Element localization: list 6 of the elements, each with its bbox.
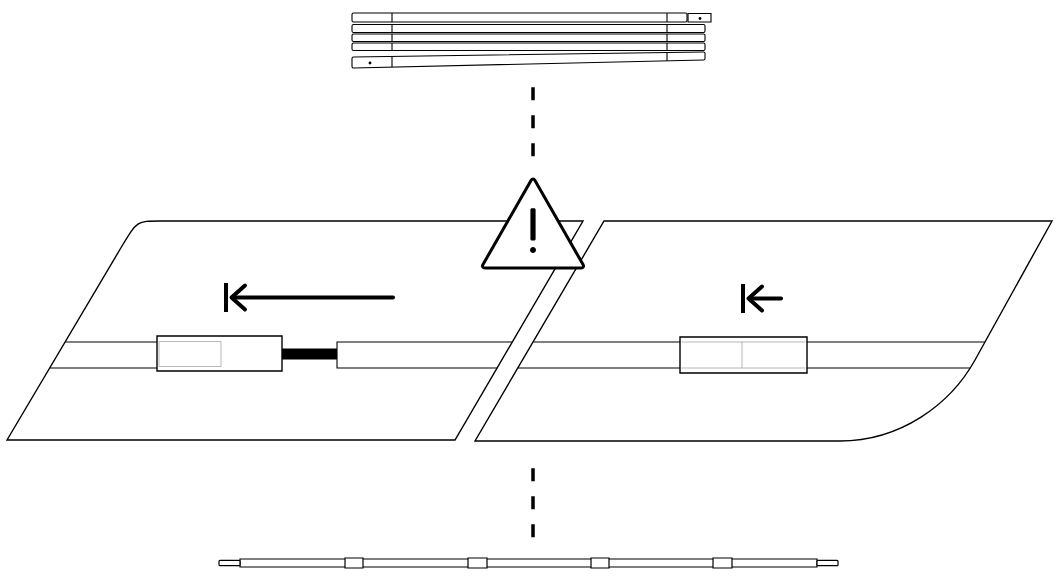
guide-line xyxy=(531,468,535,540)
guide-line xyxy=(531,87,535,157)
fabric-panel xyxy=(474,220,1053,442)
warning-sign xyxy=(481,177,585,270)
assembled-pole xyxy=(218,557,839,569)
folded-pole xyxy=(351,12,712,69)
